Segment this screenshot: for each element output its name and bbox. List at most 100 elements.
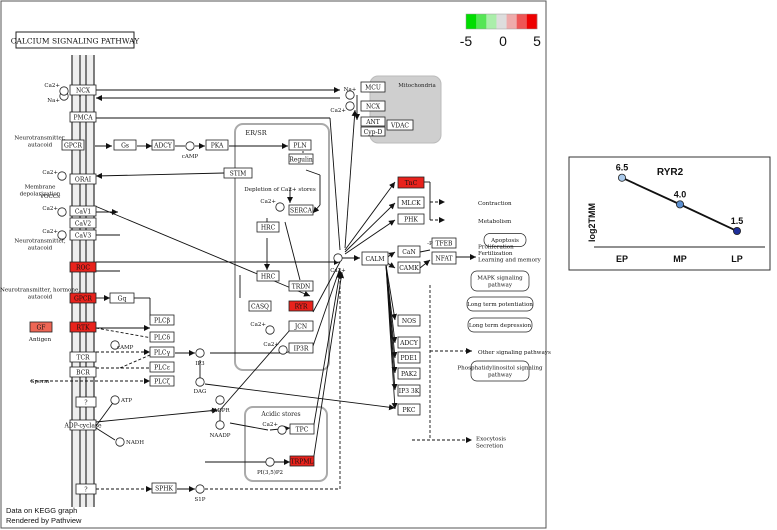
gene-tpc[interactable]: TPC (289, 423, 315, 435)
label-sperm: Sperm (31, 379, 50, 385)
gene-casq[interactable]: CASQ (248, 300, 272, 312)
label-text-apoptosis: Apoptosis (490, 238, 519, 244)
gene-hrc2[interactable]: HRC (256, 270, 280, 282)
gene-orai[interactable]: ORAI (69, 173, 97, 185)
metabolite-circle-ca_roc (57, 230, 67, 240)
gene-box-orai (69, 173, 97, 185)
gene-box-tcr (69, 351, 97, 363)
gene-box-tnc (397, 176, 425, 189)
gene-serca[interactable]: SERCA (288, 204, 314, 216)
gene-tcr[interactable]: TCR (69, 351, 97, 363)
gene-cav3[interactable]: CaV3 (69, 229, 97, 241)
gene-gpcr[interactable]: GPCR (61, 139, 85, 151)
gene-ncx2[interactable]: NCX (360, 100, 386, 112)
gene-camk[interactable]: CAMK (397, 261, 421, 274)
metabolite-label-naadp: NAADP (210, 433, 231, 439)
metabolite-label-camp1: cAMP (182, 154, 199, 160)
metabolite-label-ca_ryr: Ca2+ (250, 322, 266, 328)
gene-tfeb[interactable]: TFEB (431, 237, 457, 249)
gene-ncx1[interactable]: NCX (69, 84, 97, 96)
gene-adcy1[interactable]: ADCY (151, 139, 175, 151)
metabolite-label-dag: DAG (194, 389, 207, 395)
gene-calm[interactable]: CALM (361, 251, 389, 266)
metabolite-circle-ca_tpc (277, 425, 287, 435)
gene-regulin[interactable]: Regulin (288, 153, 314, 165)
legend-tick-neg: -5 (460, 33, 473, 49)
gene-ryr[interactable]: RYR (288, 300, 314, 312)
gene-mlck[interactable]: MLCK (397, 196, 425, 209)
label-metabolism: Metabolism (478, 219, 512, 225)
gene-pkc[interactable]: PKC (397, 403, 421, 416)
gene-plcz[interactable]: PLCζ (149, 375, 175, 387)
gene-sphk[interactable]: SPHK (151, 482, 177, 494)
label-neuro1: Neurotransmitter,autacoid (14, 136, 66, 149)
gene-label-pde1: PDE1 (400, 355, 417, 362)
metabolite-label-ca_orai: Ca2+ (42, 170, 58, 176)
label-neuro2: Neurotransmitter,autacoid (14, 239, 66, 252)
gene-pak2[interactable]: PAK2 (397, 367, 421, 380)
gene-cav2[interactable]: CaV2 (69, 217, 97, 229)
gene-label-gf: GF (37, 324, 46, 331)
gene-phk[interactable]: PHK (397, 213, 425, 225)
gene-label-plcg: PLCγ (154, 349, 171, 356)
legend-swatch (486, 14, 497, 29)
metabolite-label-na1: Na+ (47, 98, 60, 104)
gene-label-mlck: MLCK (401, 200, 421, 207)
gene-pln[interactable]: PLN (288, 139, 312, 151)
gene-box-gq (109, 292, 135, 304)
inset-data-label-ep: 6.5 (616, 163, 629, 173)
gene-plcb[interactable]: PLCβ (149, 314, 175, 326)
inset-title: RYR2 (657, 167, 684, 178)
gene-stim[interactable]: STIM (223, 167, 253, 179)
label-vocc: VOCCs (39, 194, 60, 200)
gene-bcr[interactable]: BCR (69, 366, 97, 378)
gene-label-ncx2: NCX (366, 103, 381, 110)
gene-box-ip3_3k (397, 384, 421, 397)
gene-pmca[interactable]: PMCA (69, 111, 97, 123)
gene-hrc1[interactable]: HRC (256, 221, 280, 233)
gene-cypd[interactable]: Cyp-D (360, 126, 386, 137)
gene-tnc[interactable]: TnC (397, 176, 425, 189)
gene-ant[interactable]: ANT (360, 116, 386, 127)
gene-label-pka: PKA (211, 142, 224, 149)
gene-gs[interactable]: Gs (113, 139, 137, 151)
gene-adpcyclase[interactable]: ADP-cyclase (63, 419, 102, 431)
gene-mcu[interactable]: MCU (360, 81, 386, 93)
gene-cav1[interactable]: CaV1 (69, 205, 97, 217)
gene-q1[interactable]: ? (75, 396, 97, 408)
gene-pde1[interactable]: PDE1 (397, 351, 421, 364)
gene-can[interactable]: CaN (397, 245, 421, 258)
gene-box-pmca (69, 111, 97, 123)
gene-vdac[interactable]: VDAC (386, 119, 414, 131)
gene-nfat[interactable]: NFAT (431, 251, 457, 265)
gene-label-tnc: TnC (405, 180, 418, 187)
gene-plcg[interactable]: PLCγ (149, 346, 175, 358)
gene-gpcr2[interactable]: GPCR (69, 292, 97, 304)
gene-rtk[interactable]: RTK (69, 321, 97, 333)
gene-roc[interactable]: ROC (69, 261, 97, 273)
inset-x-tick-lp: LP (731, 254, 743, 264)
gene-plcd[interactable]: PLCδ (149, 331, 175, 343)
label-text-neuro2: Neurotransmitter,autacoid (14, 239, 66, 252)
gene-pka[interactable]: PKA (205, 139, 229, 151)
gene-gq[interactable]: Gq (109, 292, 135, 304)
legend-tick-zero: 0 (499, 33, 507, 49)
gene-ip3_3k[interactable]: IP3 3K (397, 384, 421, 397)
gene-q2[interactable]: ? (75, 483, 97, 495)
gene-plce[interactable]: PLCε (149, 361, 175, 373)
gene-ip3r[interactable]: IP3R (288, 342, 314, 354)
gene-label-calm: CALM (365, 256, 384, 263)
gene-gf[interactable]: GF (29, 321, 53, 333)
gene-box-hrc1 (256, 221, 280, 233)
gene-nos[interactable]: NOS (397, 314, 421, 327)
gene-trpml[interactable]: TRPML (289, 455, 315, 467)
acidic-stores-label: Acidic stores (260, 411, 300, 418)
gene-box-stim (223, 167, 253, 179)
gene-jcn[interactable]: JCN (288, 320, 314, 332)
gene-adcy2[interactable]: ADCY (397, 336, 421, 349)
legend-swatch (496, 14, 507, 29)
inset-x-tick-ep: EP (616, 254, 628, 264)
gene-box-mlck (397, 196, 425, 209)
gene-trdn[interactable]: TRDN (288, 280, 314, 292)
